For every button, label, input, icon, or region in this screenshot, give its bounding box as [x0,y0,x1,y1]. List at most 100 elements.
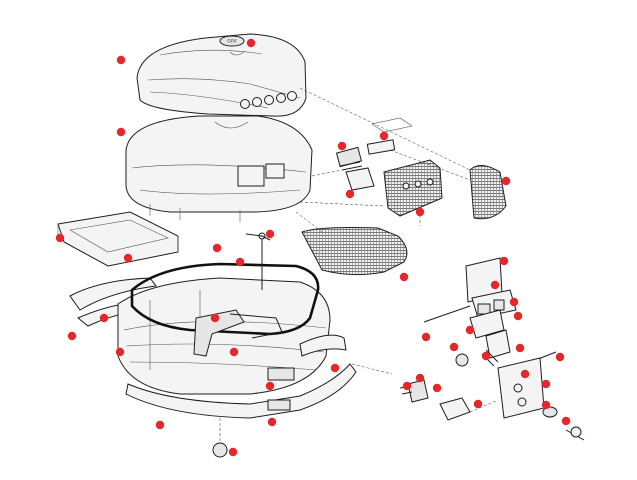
lid-cover-part: GIVI [136,33,307,117]
callout-clamp-plate [473,399,483,409]
inner-tray-part [57,211,179,267]
callout-side-strip-left [99,313,109,323]
callout-reflector-mesh-center [415,207,425,217]
callout-latch-bracket-top [337,141,347,151]
callout-hinge-pin [265,229,275,239]
callout-rod-end [555,352,565,362]
callout-dot [337,141,347,151]
callout-dot [432,383,442,393]
callout-dot [421,332,431,342]
callout-lid-badge [246,38,256,48]
callout-foot-pad [228,447,238,457]
callout-dot [402,381,412,391]
clamp-parts [399,379,471,421]
callout-lid-cover [116,55,126,65]
callout-reflector-back [379,131,389,141]
callout-lock-plate-top [499,256,509,266]
callout-dot [265,229,275,239]
callout-dot [415,207,425,217]
callout-dot [123,253,133,263]
gasket-seal-part [130,262,320,336]
reflector-mesh-center-part [383,159,443,217]
lid-buttons [240,91,297,109]
callout-dot [490,280,500,290]
callout-dot [473,399,483,409]
callout-dot [379,131,389,141]
callout-dot [520,369,530,379]
callout-base-handle [210,313,220,323]
callout-mount-plate [520,369,530,379]
base-shell-part [117,277,331,395]
callout-gasket-seal [212,243,222,253]
callout-base-shell [115,347,125,357]
callout-lid-panel-mesh [399,272,409,282]
callout-inner-tray [55,233,65,243]
lid-shell-part [125,115,313,222]
reflector-mesh-right-part [469,165,507,220]
callout-dot [561,416,571,426]
callout-dot [235,257,245,267]
callout-lower-strip [267,417,277,427]
callout-lock-bracket-3 [513,311,523,321]
callout-lid-shell [116,127,126,137]
key-part [542,406,585,441]
callout-lock-cylinder [449,342,459,352]
callout-dot [210,313,220,323]
callout-dot [115,347,125,357]
callout-dot [449,342,459,352]
callout-dot [330,363,340,373]
callout-dot [246,38,256,48]
callout-dot [267,417,277,427]
callout-lock-bracket-2 [509,297,519,307]
callout-dot [228,447,238,457]
callout-lock-spring [465,325,475,335]
callout-dot [67,331,77,341]
callout-latch-small [345,189,355,199]
callout-clamp-block-2 [432,383,442,393]
callout-dot [345,189,355,199]
callout-dot [501,176,511,186]
callout-lock-lever [481,351,491,361]
callout-lock-bracket-1 [490,280,500,290]
callout-base-screw [229,347,239,357]
callout-dot [481,351,491,361]
lock-bracket-part [455,289,517,367]
callout-dot [212,243,222,253]
callout-lower-trim-front [155,420,165,430]
callout-dot [499,256,509,266]
svg-text:GIVI: GIVI [227,39,236,45]
callout-dot [265,381,275,391]
callout-key-barrel [541,400,551,410]
callout-dot [116,55,126,65]
callout-dot [555,352,565,362]
callout-tray-screw [123,253,133,263]
callout-gasket-corner [235,257,245,267]
callout-clamp-screws [402,381,412,391]
lower-trim-part [125,334,357,419]
callout-dot [55,233,65,243]
callout-dot [99,313,109,323]
callout-dot [415,373,425,383]
callout-dot [116,127,126,137]
callout-lock-rod [421,332,431,342]
callout-dot [541,379,551,389]
callout-dot [541,400,551,410]
hinge-pin-part [245,232,271,290]
callout-side-trim-left [67,331,77,341]
callout-dot [513,311,523,321]
callout-reflector-mesh-right [501,176,511,186]
callout-dot [465,325,475,335]
latch-parts [335,117,413,191]
callout-base-clip [265,381,275,391]
callout-dot [515,343,525,353]
callout-key [561,416,571,426]
base-handle-part [193,309,283,357]
lid-panel-mesh-part [301,227,408,276]
callout-lock-cam [515,343,525,353]
callout-lower-trim-right [330,363,340,373]
callout-mount-plate-clip [541,379,551,389]
callout-dot [509,297,519,307]
foot-pad-part [212,442,228,458]
callout-dot [155,420,165,430]
